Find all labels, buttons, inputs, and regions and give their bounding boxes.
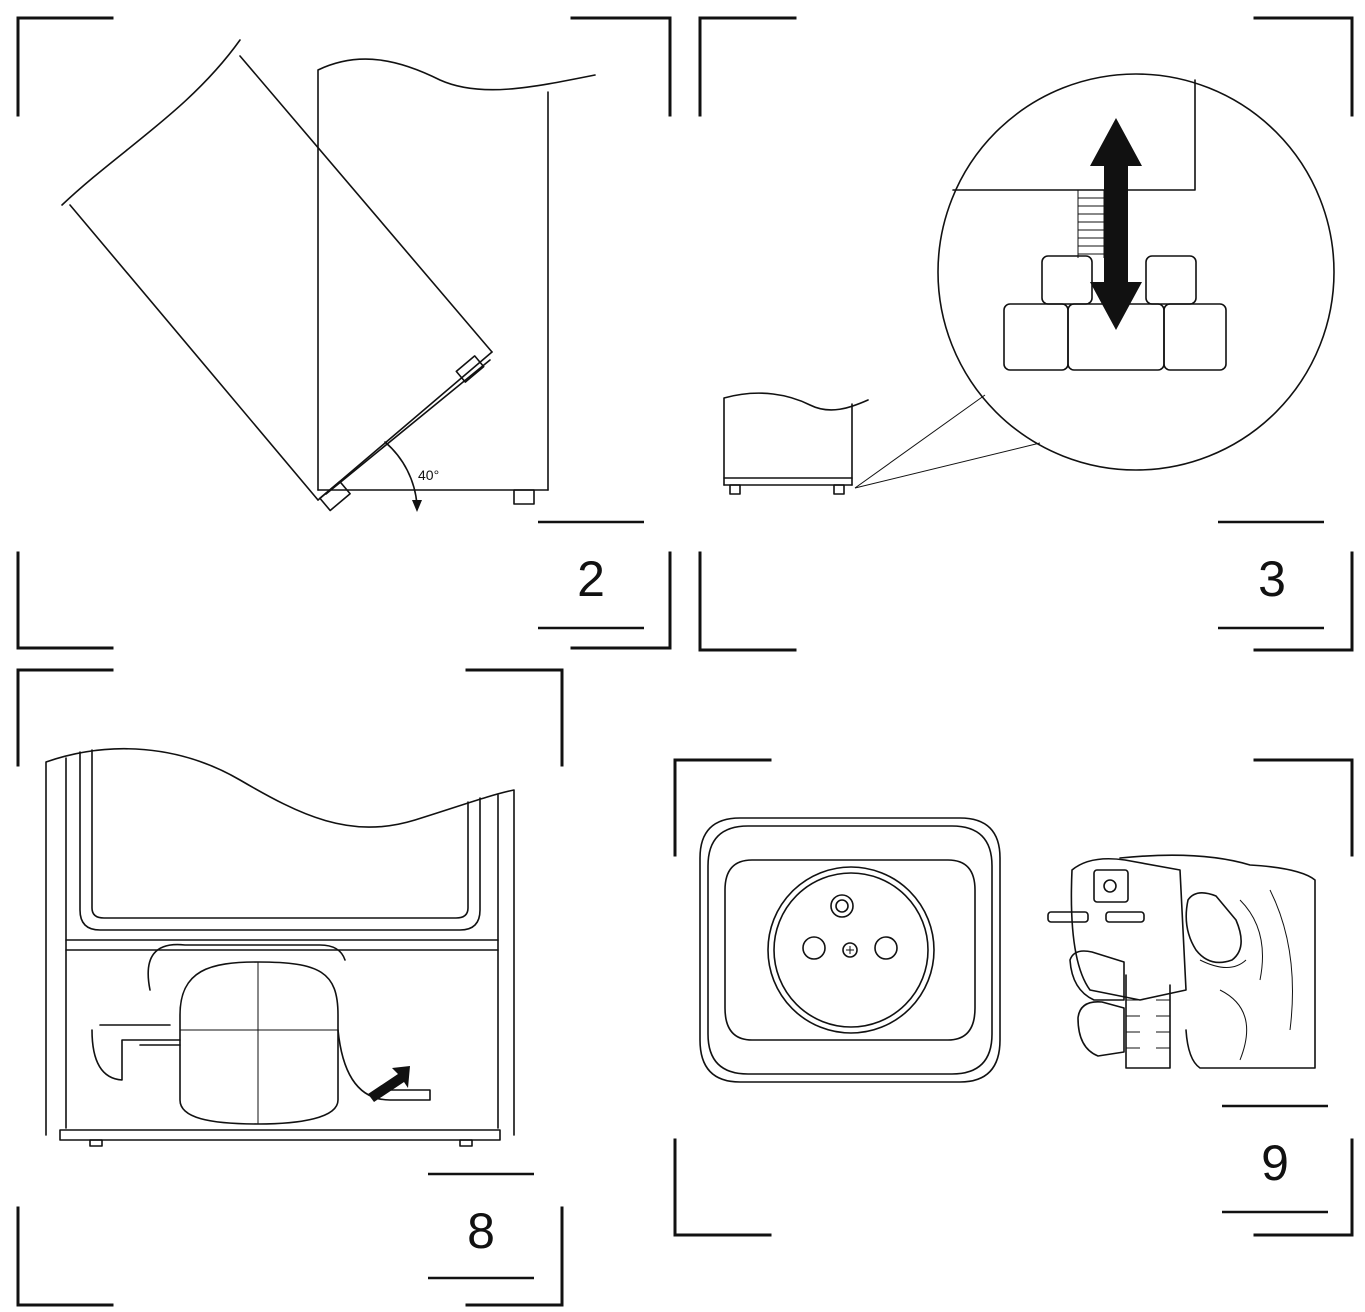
figure-2-number: 2 [577, 551, 605, 607]
figure-3: 3 [698, 16, 1354, 652]
hand [1069, 854, 1316, 1069]
double-arrow-icon [1090, 118, 1142, 330]
figure-9: 9 [673, 758, 1354, 1237]
arrow-icon [368, 1066, 410, 1102]
foot-tilted-bottom [319, 480, 351, 512]
figure-9-frame [673, 758, 1354, 1237]
figure-3-number: 3 [1258, 551, 1286, 607]
angle-indicator: 40° [384, 441, 439, 512]
figure-9-number: 9 [1261, 1135, 1289, 1191]
fridge-body [45, 747, 515, 1147]
figure-2: 2 40° [16, 16, 672, 650]
zoom-callout [854, 73, 1335, 489]
figure-8-number: 8 [467, 1203, 495, 1259]
foot-tilted-top [455, 355, 485, 383]
tilted-cabinet [61, 39, 493, 512]
figure-3-frame [698, 16, 1354, 652]
power-plug-icon [1047, 857, 1187, 1069]
figure-2-frame [16, 16, 672, 650]
power-socket-icon [699, 817, 1001, 1083]
figure-8: 8 [16, 668, 564, 1307]
foot-right [513, 489, 535, 505]
angle-label: 40° [418, 467, 439, 483]
upright-cabinet [317, 58, 596, 505]
compressor [91, 943, 431, 1125]
figure-8-frame [16, 668, 564, 1307]
thread-coil [1078, 197, 1104, 255]
small-cabinet [723, 392, 869, 495]
